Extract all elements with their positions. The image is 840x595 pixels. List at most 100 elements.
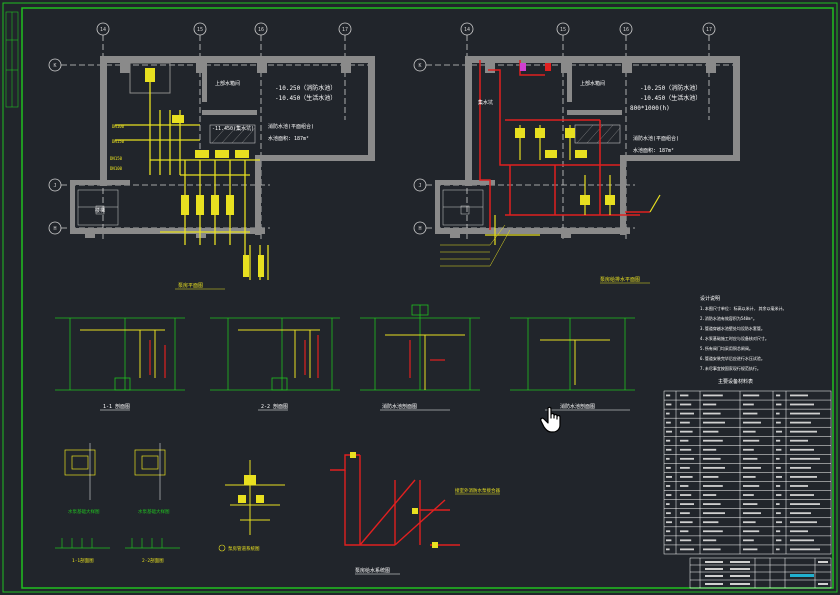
table-cell-text [680, 412, 694, 415]
table-cell-text [743, 485, 760, 487]
table-cell-text [680, 448, 692, 451]
table-cell-text [680, 457, 694, 460]
note-line: 7.未尽事宜按国家现行规范执行。 [700, 365, 761, 371]
details-row: 水泵基础大样图 水泵基础大样图 1-1剖面图 2-2剖面图 泵房管道系统图 [55, 443, 500, 575]
title-block [689, 557, 832, 589]
table-cell-text [743, 412, 758, 415]
hand-cursor-icon [540, 406, 561, 433]
table-cell-text [743, 521, 756, 524]
table-cell-text [680, 530, 689, 533]
table-cell-text [666, 412, 670, 415]
table-cell-text [666, 394, 671, 397]
table-cell-text [666, 530, 671, 533]
table-cell-text [743, 539, 754, 542]
table-cell-text [680, 494, 692, 496]
elevation-label: -10.450（生活水池） [640, 94, 701, 102]
section-caption: 1-1剖面图 [72, 557, 94, 564]
table-cell-text [790, 457, 820, 460]
table-cell-text [776, 476, 782, 478]
table-cell-text [666, 512, 671, 515]
table-cell-text [790, 494, 814, 496]
table-cell-text [680, 394, 689, 397]
table-cell-text [790, 466, 811, 469]
table-cell-text [703, 494, 717, 496]
table-cell-text [743, 448, 754, 451]
note-line: 6.管道安装完毕后应进行水压试验。 [700, 355, 765, 361]
table-cell-text [776, 403, 782, 406]
section-caption: 1-1 剖面图 [103, 403, 130, 410]
table-cell-text [703, 439, 723, 442]
elevation-label: -10.450（生活水池） [275, 94, 336, 102]
table-cell-text [776, 512, 781, 515]
note-line: 1.本图尺寸单位: 标高以米计, 其余以毫米计。 [700, 305, 786, 311]
table-cell-text [790, 521, 817, 524]
table-cell-text [790, 476, 817, 478]
note-line: 3.管道穿越水池壁处均设防水套管。 [700, 325, 765, 331]
table-cell-text [680, 403, 692, 406]
drawing-frame-inner [21, 7, 834, 589]
table-cell-text [666, 503, 670, 505]
table-cell-text [666, 494, 672, 496]
table-cell-text [790, 530, 808, 533]
table-cell-text [790, 430, 817, 433]
sections-row: 1-1 剖面图 2-2 剖面图 [55, 304, 635, 411]
system-note: 接室外消防水泵接合器 [455, 487, 500, 494]
table-cell-text [790, 485, 808, 487]
table-cell-text [743, 530, 760, 533]
table-cell-text [743, 466, 761, 469]
table-cell-text [666, 403, 672, 406]
table-cell-text [703, 503, 721, 505]
table-cell-text [776, 539, 782, 542]
table-cell-text [790, 439, 808, 442]
axis-label: H [53, 226, 56, 232]
axis-label: J [418, 183, 421, 189]
elevation-label: -10.250（消防水池） [275, 84, 336, 92]
elevation-label: 800*1000(h) [630, 105, 670, 112]
elevation-label: -10.250（消防水池） [640, 84, 701, 92]
table-cell-text [666, 448, 672, 451]
table-cell-text [703, 403, 717, 406]
plan-caption: 泵房给排水平面图 [600, 276, 640, 283]
table-cell-text [743, 476, 756, 478]
table-cell-text [776, 439, 781, 442]
table-cell-text [680, 421, 690, 424]
equipment-table [663, 390, 832, 555]
table-cell-text [680, 539, 692, 542]
plan-right: 14 15 16 17 K J H [413, 22, 740, 284]
table-cell-text [776, 421, 781, 424]
table-cell-text [743, 394, 760, 397]
table-cell-text [680, 548, 694, 551]
table-cell-text [790, 539, 814, 542]
axis-label: 17 [706, 27, 712, 33]
svg-text:DN150: DN150 [112, 139, 125, 144]
axis-label: J [53, 183, 56, 189]
table-cell-text [743, 548, 758, 551]
detail-caption: 水泵基础大样图 [68, 508, 100, 515]
table-title: 主要设备材料表 [718, 378, 753, 385]
plan-left: 14 15 16 17 K J H [48, 22, 375, 290]
table-cell-text [680, 430, 693, 433]
table-cell-text [680, 476, 693, 478]
table-cell-text [790, 412, 820, 415]
detail-caption: 水泵基础大样图 [138, 508, 170, 515]
table-cell-text [666, 521, 672, 524]
table-cell-text [776, 457, 780, 460]
note-line: 5.所有阀门均采用铜芯闸阀。 [700, 345, 753, 351]
notes-title: 设计说明 [700, 295, 720, 302]
detail-caption: 泵房给水系统图 [355, 567, 390, 574]
table-cell-text [790, 394, 808, 397]
pit-label: 集水坑 [478, 99, 493, 106]
table-cell-text [743, 430, 756, 433]
table-cell-text [776, 394, 781, 397]
table-cell-text [790, 448, 814, 451]
table-cell-text [703, 394, 723, 397]
table-cell-text [776, 466, 781, 469]
svg-text:DN150: DN150 [110, 156, 123, 161]
table-cell-text [790, 503, 820, 505]
section-caption: 2-2剖面图 [142, 557, 164, 564]
svg-text:DN100: DN100 [110, 166, 123, 171]
table-cell-text [703, 466, 725, 469]
axis-label: 14 [100, 27, 106, 33]
axis-label: H [418, 226, 421, 232]
